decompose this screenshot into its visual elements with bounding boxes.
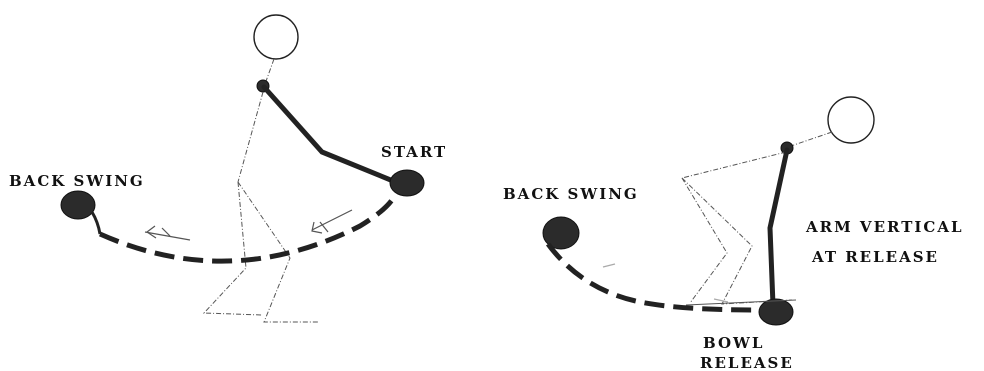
left-figure-neck [265,59,274,84]
left-figure-front-leg [238,182,318,322]
release-label: RELEASE [700,354,794,371]
at-release-label: AT RELEASE [811,248,939,266]
right-figure-bowling-arm [770,150,787,305]
left-figure-back-leg [204,182,262,315]
back-swing-tail-left [92,212,100,234]
left-swing-path [100,200,392,261]
left-figure-torso [238,92,263,182]
right-figure-torso [682,152,786,178]
right-figure-head [828,97,874,143]
bowl-label: BOWL [703,334,764,352]
left-figure-head [254,15,298,59]
left-swing-arrow-1 [145,226,190,240]
start-ball [390,170,424,196]
arm-vertical-label: ARM VERTICAL [805,218,964,236]
back-swing-label-right: BACK SWING [503,185,639,203]
left-swing-arrow-2 [312,210,352,233]
right-swing-path [548,244,758,310]
back-swing-ball-left [61,191,95,219]
release-ball [759,299,793,325]
left-figure [61,15,424,322]
right-figure-neck [791,132,832,146]
right-figure-back-leg [682,178,727,303]
start-label: START [381,143,447,161]
back-swing-label-left: BACK SWING [9,172,145,190]
right-figure [543,97,874,325]
left-figure-bowling-arm [264,87,398,183]
